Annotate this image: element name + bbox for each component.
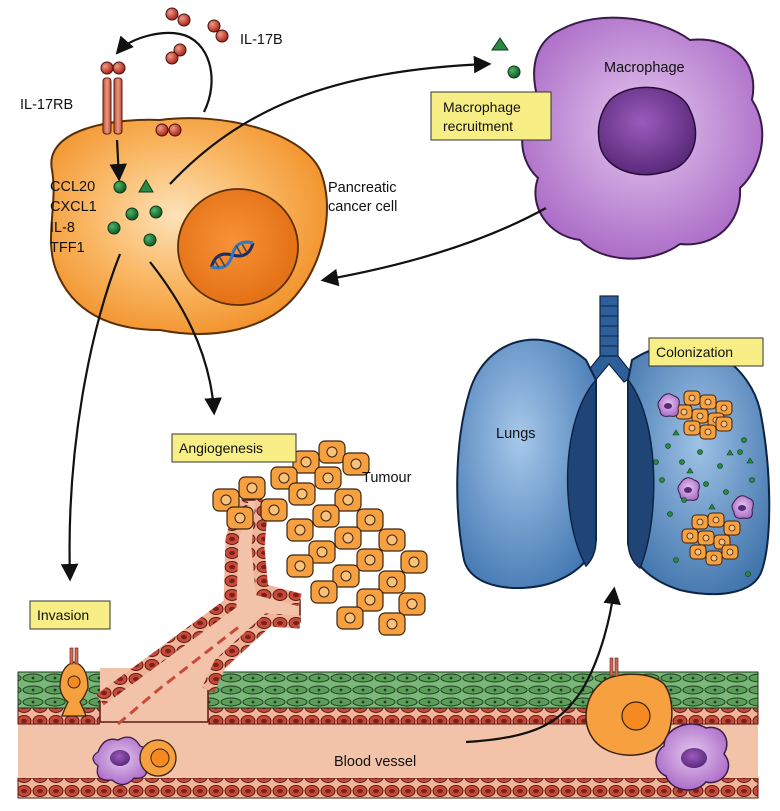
circulating-macrophage xyxy=(92,736,150,786)
box-colonization-text: Colonization xyxy=(656,344,733,360)
lung-metastases xyxy=(653,390,755,577)
box-macrophage-recruitment-line1: Macrophage xyxy=(443,99,521,115)
chemokine-particles xyxy=(107,179,163,247)
extravasating-cells xyxy=(585,657,730,791)
label-lungs: Lungs xyxy=(496,426,536,442)
lungs xyxy=(456,295,771,596)
label-il8: IL-8 xyxy=(50,220,75,236)
box-macrophage-recruitment-line2: recruitment xyxy=(443,118,513,134)
circulating-cancer-cell xyxy=(139,739,177,777)
dna-helix-icon xyxy=(210,240,255,270)
box-angiogenesis-text: Angiogenesis xyxy=(179,440,263,456)
label-ccl20: CCL20 xyxy=(50,179,95,195)
label-macrophage: Macrophage xyxy=(604,60,685,76)
label-tumour: Tumour xyxy=(362,470,412,486)
label-tff1: TFF1 xyxy=(50,240,85,256)
box-angiogenesis: Angiogenesis xyxy=(171,433,297,463)
label-il17rb: IL-17RB xyxy=(20,97,73,113)
invading-cancer-cell xyxy=(59,647,89,717)
label-cancer-cell: cancer cell xyxy=(328,199,397,215)
box-colonization: Colonization xyxy=(648,337,764,367)
box-invasion-text: Invasion xyxy=(37,607,89,623)
label-blood-vessel: Blood vessel xyxy=(334,754,416,770)
label-il17b: IL-17B xyxy=(240,32,283,48)
box-invasion: Invasion xyxy=(29,600,111,630)
arrows xyxy=(60,31,621,744)
il17b-ligands xyxy=(165,7,229,65)
label-cxcl1: CXCL1 xyxy=(50,199,97,215)
box-macrophage-recruitment: Macrophage recruitment xyxy=(430,91,552,141)
label-pancreatic: Pancreatic xyxy=(328,180,397,196)
il17rb-receptor xyxy=(100,61,126,135)
